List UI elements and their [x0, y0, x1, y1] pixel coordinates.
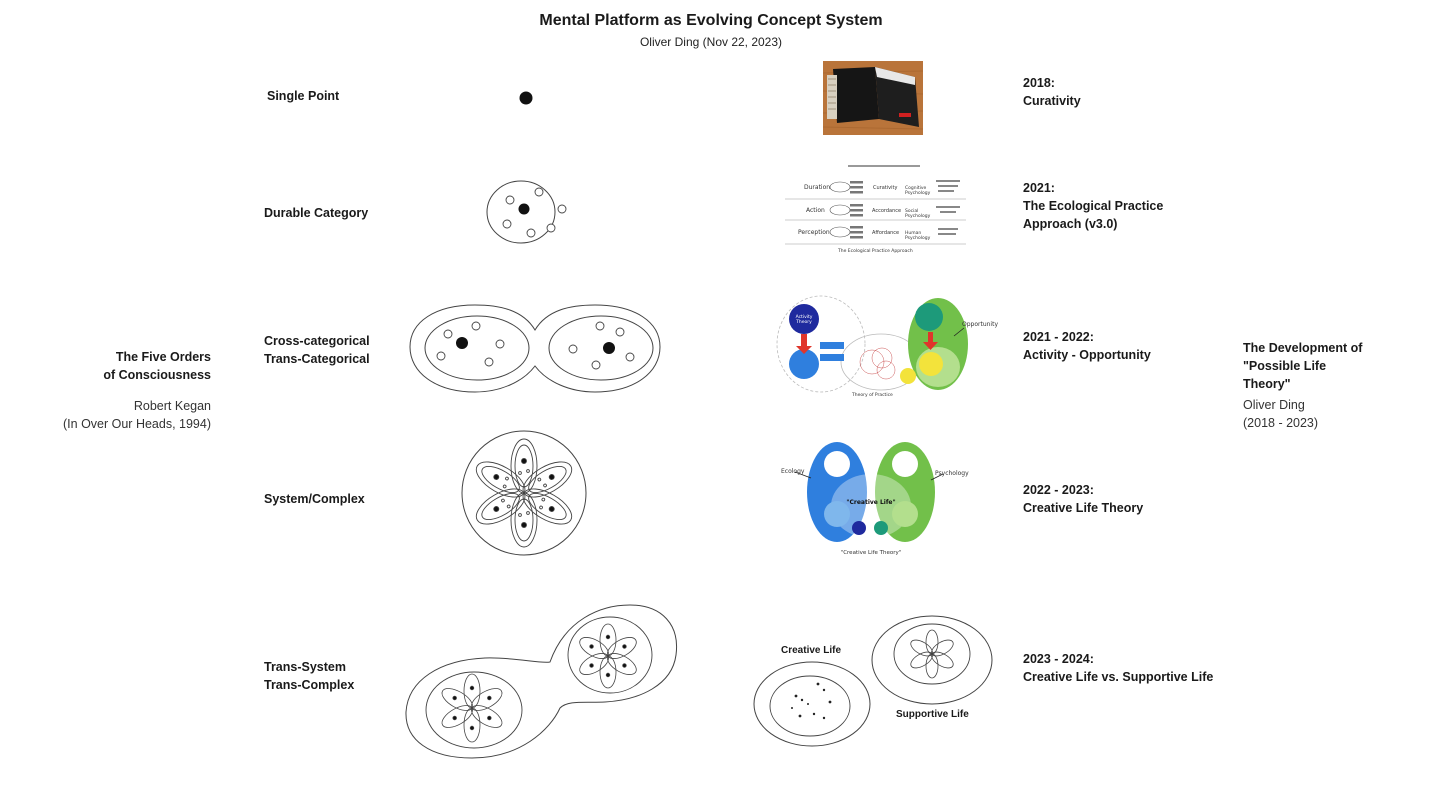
level-label-durable-category: Durable Category: [264, 206, 369, 220]
system-complex-figure: [461, 430, 587, 556]
category-a-ellipse: [424, 315, 530, 381]
supportive-life-ellipse: [871, 615, 993, 705]
single-point-figure: [519, 91, 533, 105]
kegan-author: Robert Kegan (In Over Our Heads, 1994): [63, 399, 211, 431]
creative-life-center-label: "Creative Life": [846, 499, 895, 506]
eco-row-action: Action: [806, 207, 825, 214]
plt-heading: The Development of "Possible Life Theory…: [1243, 341, 1363, 391]
stage-label-2021-2022: 2021 - 2022: Activity - Opportunity: [1023, 330, 1151, 362]
page-title: Mental Platform as Evolving Concept Syst…: [539, 12, 883, 29]
ecology-label: Ecology: [781, 468, 805, 475]
box-body: [833, 67, 879, 123]
category-ellipse: [486, 180, 556, 244]
creative-life-theory-figure: "Creative Life" Ecology Psychology "Crea…: [781, 442, 969, 556]
system-a-ring: [425, 671, 523, 749]
eco-practice-figure: Duration Action Perception Curativity Ac…: [780, 162, 976, 255]
kegan-heading: The Five Orders of Consciousness: [103, 350, 211, 382]
page-subtitle: Oliver Ding (Nov 22, 2023): [639, 35, 783, 49]
psychology-ellipse: [875, 442, 935, 542]
trans-outer-boundary: [405, 604, 678, 759]
plt-author: Oliver Ding (2018 - 2023): [1243, 398, 1319, 430]
psychology-label: Psychology: [935, 470, 969, 477]
theory-of-practice-caption: Theory of Practice: [851, 392, 893, 398]
level-label-system-complex: System/Complex: [264, 492, 365, 506]
eco-caption: The Ecological Practice Approach: [837, 248, 913, 254]
curativity-photo: [823, 61, 923, 135]
eco-mid-1: Curativity: [873, 185, 897, 191]
durable-category-figure: [486, 180, 567, 244]
level-label-trans-system: Trans-System Trans-Complex: [264, 660, 355, 692]
eco-mid-2: Accordance: [872, 208, 901, 214]
activity-theory-circle: [789, 304, 819, 334]
stage-label-2021: 2021: The Ecological Practice Approach (…: [1023, 181, 1164, 231]
box-inside: [875, 67, 915, 85]
supportive-life-label: Supportive Life: [896, 709, 969, 720]
stage-label-2022-2023: 2022 - 2023: Creative Life Theory: [1023, 483, 1144, 515]
system-b-ring: [567, 616, 653, 694]
level-label-single-point: Single Point: [267, 89, 340, 103]
category-core-dot: [518, 203, 530, 215]
eco-row-perception: Perception: [798, 229, 830, 236]
cross-categorical-figure: [409, 304, 661, 393]
ecology-ellipse: [807, 442, 867, 542]
creative-life-ellipse: [753, 661, 871, 747]
opportunity-label: Opportunity: [962, 321, 998, 328]
level-label-cross-categorical: Cross-categorical Trans-Categorical: [264, 334, 370, 366]
stage-label-2023-2024: 2023 - 2024: Creative Life vs. Supportiv…: [1023, 652, 1214, 684]
cross-outer-boundary: [409, 304, 661, 393]
eco-mid-3: Affordance: [872, 230, 899, 236]
creative-life-label: Creative Life: [781, 645, 842, 656]
single-point-dot: [519, 91, 533, 105]
creative-vs-supportive-figure: [753, 615, 993, 747]
eco-row-duration: Duration: [804, 184, 830, 191]
trans-system-figure: [405, 604, 678, 759]
system-boundary: [461, 430, 587, 556]
creative-life-caption: "Creative Life Theory": [841, 550, 902, 556]
stage-label-2018: 2018: Curativity: [1023, 76, 1081, 108]
category-b-ellipse: [548, 315, 654, 381]
